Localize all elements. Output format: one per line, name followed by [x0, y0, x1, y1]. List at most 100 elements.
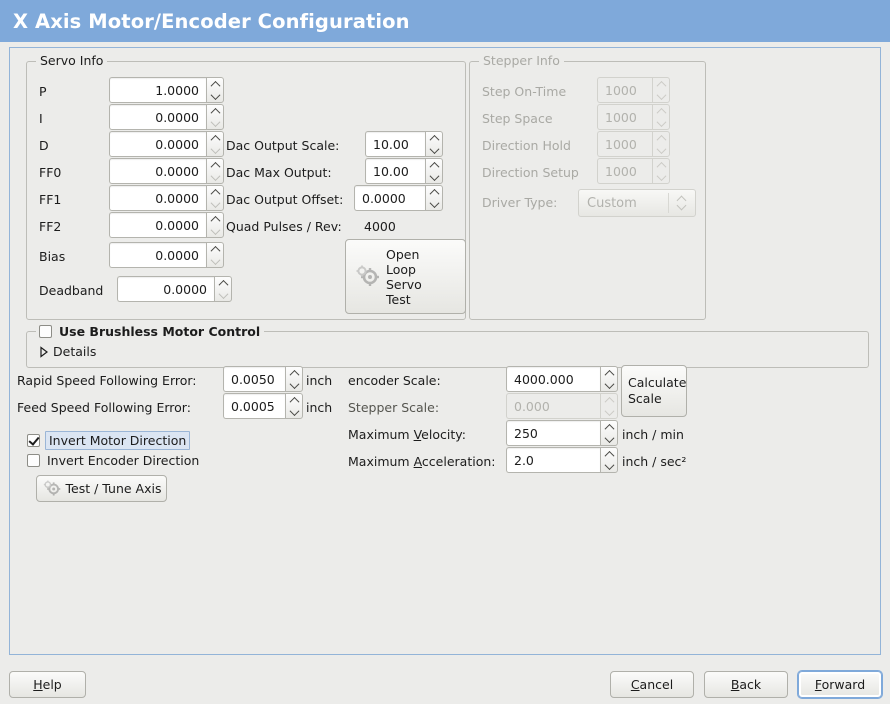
open-loop-servo-test-button[interactable]: Open Loop Servo Test	[345, 239, 466, 314]
servo-spin-p[interactable]: 1.0000	[109, 77, 224, 103]
spin-down-icon[interactable]	[207, 198, 223, 210]
servo-spin-ff1-buttons[interactable]	[206, 185, 224, 211]
servo-value-deadband[interactable]: 0.0000	[117, 276, 214, 302]
servo-value-bias[interactable]: 0.0000	[109, 242, 206, 268]
servo-spin-deadband-buttons[interactable]	[214, 276, 232, 302]
maximum-acceleration-buttons[interactable]	[600, 447, 618, 473]
spin-up-icon	[653, 78, 669, 90]
dac-output-scale-value[interactable]: 10.00	[365, 131, 425, 157]
servo-value-p[interactable]: 1.0000	[109, 77, 206, 103]
spin-up-icon[interactable]	[207, 159, 223, 171]
max-accel-mnemonic: A	[413, 454, 422, 469]
checkbox-box[interactable]	[27, 454, 40, 467]
spin-down-icon[interactable]	[207, 171, 223, 183]
servo-value-ff2[interactable]: 0.0000	[109, 212, 206, 238]
checkbox-box[interactable]	[39, 325, 52, 338]
servo-spin-bias[interactable]: 0.0000	[109, 242, 224, 268]
spin-down-icon[interactable]	[286, 379, 302, 391]
dac-max-output-value[interactable]: 10.00	[365, 158, 425, 184]
maximum-velocity-buttons[interactable]	[600, 420, 618, 446]
back-button[interactable]: Back	[704, 671, 788, 698]
spin-down-icon[interactable]	[601, 433, 617, 445]
spin-up-icon[interactable]	[426, 132, 442, 144]
servo-spin-ff0-buttons[interactable]	[206, 158, 224, 184]
feed-speed-following-error-value[interactable]: 0.0005	[223, 393, 285, 419]
servo-spin-ff0[interactable]: 0.0000	[109, 158, 224, 184]
servo-value-d[interactable]: 0.0000	[109, 131, 206, 157]
spin-down-icon[interactable]	[207, 144, 223, 156]
encoder-scale-buttons[interactable]	[600, 366, 618, 392]
maximum-acceleration-value[interactable]: 2.0	[506, 447, 600, 473]
encoder-scale-spin[interactable]: 4000.000	[506, 366, 618, 392]
rapid-speed-following-error-value[interactable]: 0.0050	[223, 366, 285, 392]
dac-output-offset-buttons[interactable]	[425, 185, 443, 211]
feed-speed-following-error-spin[interactable]: 0.0005	[223, 393, 303, 419]
spin-down-icon[interactable]	[207, 225, 223, 237]
rapid-speed-following-error-spin[interactable]: 0.0050	[223, 366, 303, 392]
spin-down-icon[interactable]	[215, 289, 231, 301]
spin-down-icon[interactable]	[207, 255, 223, 267]
spin-up-icon[interactable]	[426, 159, 442, 171]
spin-up-icon[interactable]	[207, 105, 223, 117]
maximum-velocity-value[interactable]: 250	[506, 420, 600, 446]
spin-down-icon[interactable]	[426, 144, 442, 156]
rapid-speed-units: inch	[306, 373, 333, 388]
spin-down-icon[interactable]	[426, 171, 442, 183]
spin-down-icon[interactable]	[601, 379, 617, 391]
dac-max-output-spin[interactable]: 10.00	[365, 158, 443, 184]
spin-up-icon[interactable]	[207, 213, 223, 225]
spin-up-icon[interactable]	[601, 367, 617, 379]
maximum-acceleration-spin[interactable]: 2.0	[506, 447, 618, 473]
servo-spin-i[interactable]: 0.0000	[109, 104, 224, 130]
spin-up-icon[interactable]	[286, 394, 302, 406]
spin-up-icon[interactable]	[207, 243, 223, 255]
servo-label-ff1: FF1	[39, 192, 62, 207]
servo-spin-d[interactable]: 0.0000	[109, 131, 224, 157]
spin-down-icon[interactable]	[207, 90, 223, 102]
invert-encoder-direction-checkbox[interactable]: Invert Encoder Direction	[27, 453, 199, 468]
servo-spin-ff2-buttons[interactable]	[206, 212, 224, 238]
feed-spin-buttons[interactable]	[285, 393, 303, 419]
dac-output-scale-buttons[interactable]	[425, 131, 443, 157]
servo-value-ff1[interactable]: 0.0000	[109, 185, 206, 211]
encoder-scale-value[interactable]: 4000.000	[506, 366, 600, 392]
servo-spin-bias-buttons[interactable]	[206, 242, 224, 268]
invert-motor-direction-checkbox[interactable]: Invert Motor Direction	[27, 431, 191, 450]
spin-down-icon[interactable]	[601, 460, 617, 472]
spin-up-icon[interactable]	[601, 421, 617, 433]
spin-up-icon[interactable]	[286, 367, 302, 379]
spin-down-icon[interactable]	[426, 198, 442, 210]
spin-up-icon[interactable]	[601, 448, 617, 460]
servo-spin-d-buttons[interactable]	[206, 131, 224, 157]
spin-down-icon[interactable]	[207, 117, 223, 129]
servo-spin-deadband[interactable]: 0.0000	[117, 276, 232, 302]
dac-output-offset-value[interactable]: 0.0000	[354, 185, 425, 211]
maximum-velocity-spin[interactable]: 250	[506, 420, 618, 446]
spin-up-icon[interactable]	[215, 277, 231, 289]
dac-output-scale-spin[interactable]: 10.00	[365, 131, 443, 157]
test-tune-axis-button[interactable]: Test / Tune Axis	[36, 475, 167, 502]
checkbox-box-checked[interactable]	[27, 434, 40, 447]
spin-up-icon[interactable]	[207, 186, 223, 198]
dac-output-offset-spin[interactable]: 0.0000	[354, 185, 443, 211]
cancel-button[interactable]: Cancel	[610, 671, 694, 698]
servo-spin-p-buttons[interactable]	[206, 77, 224, 103]
chevron-right-icon[interactable]	[37, 345, 48, 358]
rapid-spin-buttons[interactable]	[285, 366, 303, 392]
spin-down-icon[interactable]	[286, 406, 302, 418]
forward-button[interactable]: Forward	[798, 671, 882, 698]
spin-up-icon[interactable]	[207, 78, 223, 90]
spin-up-icon[interactable]	[426, 186, 442, 198]
servo-spin-ff2[interactable]: 0.0000	[109, 212, 224, 238]
servo-spin-i-buttons[interactable]	[206, 104, 224, 130]
calculate-scale-line-2: Scale	[628, 391, 662, 406]
details-expander[interactable]: Details	[37, 344, 96, 359]
servo-spin-ff1[interactable]: 0.0000	[109, 185, 224, 211]
calculate-scale-button[interactable]: Calculate Scale	[621, 365, 687, 417]
servo-value-i[interactable]: 0.0000	[109, 104, 206, 130]
dac-max-output-buttons[interactable]	[425, 158, 443, 184]
spin-up-icon[interactable]	[207, 132, 223, 144]
servo-value-ff0[interactable]: 0.0000	[109, 158, 206, 184]
use-brushless-motor-control-checkbox[interactable]: Use Brushless Motor Control	[39, 324, 260, 339]
help-button[interactable]: Help	[9, 671, 86, 698]
